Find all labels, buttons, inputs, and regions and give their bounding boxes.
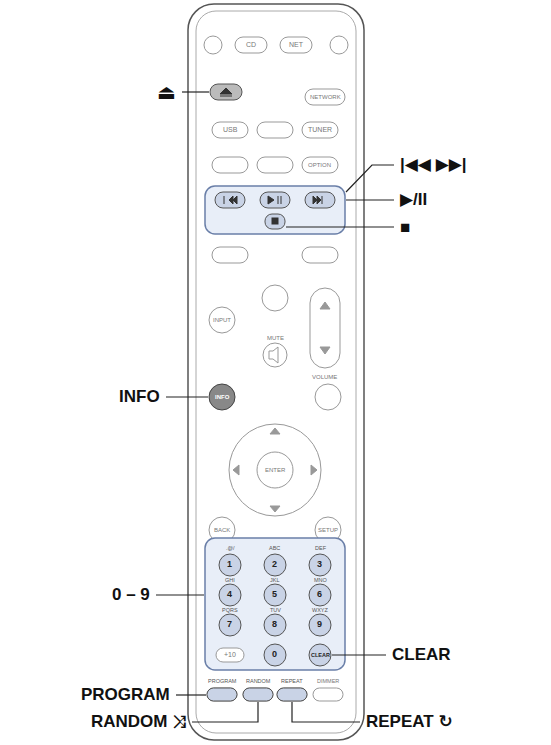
button-label: DIMMER [317, 678, 339, 684]
button-label: ENTER [265, 467, 285, 474]
callout-label: REPEAT ↻ [366, 713, 453, 732]
button-label: MUTE [267, 335, 284, 342]
button-label: PROGRAM [208, 678, 236, 684]
remote-body [188, 4, 364, 740]
button-label: MNO [314, 577, 327, 583]
button-label: OPTION [308, 162, 331, 169]
button-label: 5 [272, 590, 277, 600]
button-label: 6 [317, 590, 322, 600]
button-label: CD [246, 41, 256, 49]
button-label: CLEAR [311, 652, 330, 658]
button-label: TUNER [308, 126, 332, 134]
leader-lines [156, 92, 394, 722]
button-label: RANDOM [246, 678, 270, 684]
button-label: SETUP [318, 527, 338, 534]
button-label: +10 [224, 651, 236, 659]
button-label: TUV [270, 607, 281, 613]
eject-button [210, 84, 242, 100]
button-label: 4 [227, 590, 232, 600]
button-label: 8 [272, 620, 277, 630]
remote-inner [196, 11, 356, 733]
button-label: WXYZ [312, 607, 328, 613]
button-label: 1 [227, 560, 232, 570]
callout-label: 0 – 9 [112, 586, 150, 605]
button-label: 2 [272, 560, 277, 570]
button-label: INFO [215, 394, 229, 401]
button-label: REPEAT [281, 678, 303, 684]
number-highlight [205, 538, 345, 670]
button-label: USB [223, 126, 237, 134]
button-label: INPUT [213, 317, 231, 324]
button-label: GHI [225, 577, 235, 583]
callout-label: |◀◀ ▶▶| [400, 156, 467, 175]
button-label: 0 [272, 650, 277, 660]
callout-label: ▶/II [400, 191, 427, 210]
button-label: NETWORK [310, 94, 341, 101]
button-label: ABC [269, 545, 280, 551]
callout-label: ■ [400, 219, 410, 238]
button-label: JKL [270, 577, 279, 583]
callout-label: PROGRAM [81, 686, 170, 705]
callout-label: INFO [119, 388, 160, 407]
button-label: .@/ [226, 545, 235, 551]
button-label: 7 [227, 620, 232, 630]
info-button [209, 384, 235, 410]
callout-label: CLEAR [392, 646, 451, 665]
button-label: NET [289, 41, 303, 49]
button-label: 9 [317, 620, 322, 630]
callout-label: ⏏ [157, 81, 176, 103]
button-label: 3 [317, 560, 322, 570]
button-label: BACK [214, 527, 230, 534]
button-label: DEF [315, 545, 326, 551]
button-label: VOLUME [312, 374, 337, 381]
button-label: PQRS [222, 607, 238, 613]
callout-label: RANDOM ⤨ [91, 713, 186, 732]
